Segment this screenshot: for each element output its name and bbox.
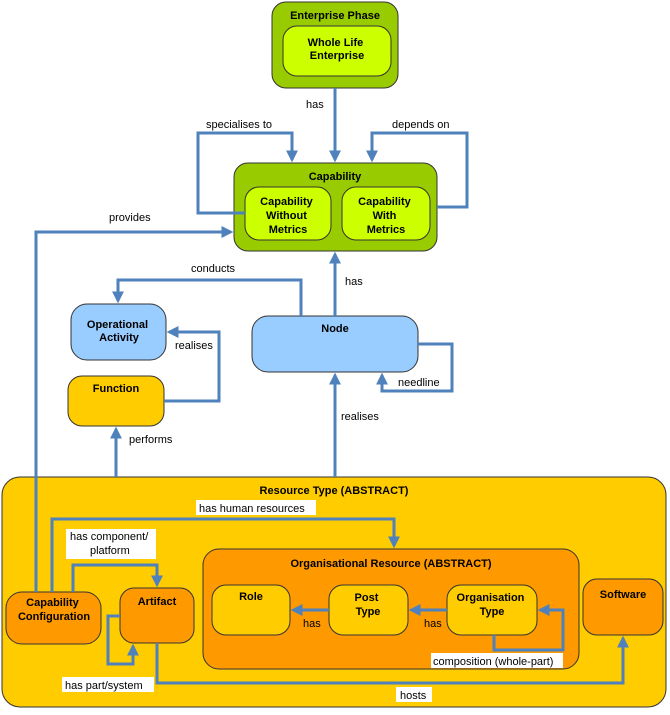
resource-type-label: Resource Type (ABSTRACT) xyxy=(260,485,409,497)
whole-life-enterprise-box[interactable] xyxy=(282,25,392,77)
edge-specialises-to xyxy=(196,131,298,215)
capability-with-metrics-box[interactable] xyxy=(341,186,431,241)
edge-label-provides: provides xyxy=(109,212,151,224)
edge-label-specialises-to: specialises to xyxy=(206,119,272,131)
edge-label-conducts: conducts xyxy=(191,263,236,275)
post-type-label: Post Type xyxy=(355,592,382,618)
capability-configuration-label: Capability Configuration xyxy=(18,597,90,623)
enterprise-phase-label: Enterprise Phase xyxy=(290,10,380,22)
artifact-label: Artifact xyxy=(138,596,177,608)
edge-label-hosts: hosts xyxy=(396,687,432,702)
edge-label-composition: composition (whole-part) xyxy=(431,653,563,668)
whole-life-enterprise-label: Whole Life Enterprise xyxy=(308,37,367,62)
edge-label-has-enterprise: has xyxy=(302,96,330,112)
edge-has-part-system xyxy=(106,614,139,666)
edge-hosts xyxy=(155,635,629,685)
edge-label-has-component-platform: has component/ platform xyxy=(66,529,156,559)
edge-has-human-resources xyxy=(50,517,400,592)
capability-with-metrics-label: Capability With Metrics xyxy=(358,196,414,236)
role-box[interactable] xyxy=(211,584,291,636)
edge-label-has-post: has xyxy=(424,618,442,630)
svg-text:has: has xyxy=(306,99,324,111)
edge-label-realises-node: realises xyxy=(341,411,379,423)
svg-text:has component/ platform: has component/ platform xyxy=(70,531,151,557)
edge-realises-oa xyxy=(164,326,221,403)
edge-provides xyxy=(34,226,234,592)
organisational-resource-label: Organisational Resource (ABSTRACT) xyxy=(290,558,491,570)
edge-has-component-platform xyxy=(71,563,163,592)
edge-composition xyxy=(492,604,565,652)
svg-text:has human resources: has human resources xyxy=(199,503,305,515)
operational-activity-box[interactable] xyxy=(70,303,167,361)
capability-without-metrics-label: Capability Without Metrics xyxy=(260,196,316,236)
software-box[interactable] xyxy=(582,578,664,636)
edge-label-depends-on: depends on xyxy=(392,119,450,131)
edge-label-has-human-resources: has human resources xyxy=(196,500,316,515)
edge-label-has-part-system: has part/system xyxy=(62,677,154,692)
svg-text:has part/system: has part/system xyxy=(65,680,143,692)
edge-depends-on xyxy=(366,131,469,209)
edge-needline xyxy=(376,342,454,393)
edge-label-realises-oa: realises xyxy=(175,340,213,352)
edge-label-performs: performs xyxy=(129,434,173,446)
role-label: Role xyxy=(239,591,263,603)
edge-label-has-node: has xyxy=(345,276,363,288)
organisation-type-label: Organisation Type xyxy=(457,592,528,618)
operational-activity-label: Operational Activity xyxy=(87,319,151,344)
edge-conducts xyxy=(112,278,303,316)
node-label: Node xyxy=(321,323,349,335)
capability-label: Capability xyxy=(309,171,362,183)
software-label: Software xyxy=(600,589,646,601)
function-label: Function xyxy=(93,383,140,395)
edge-label-needline: needline xyxy=(398,377,440,389)
edge-label-has-role: has xyxy=(303,618,321,630)
svg-text:hosts: hosts xyxy=(400,690,427,702)
svg-text:composition (whole-part): composition (whole-part) xyxy=(433,656,553,668)
